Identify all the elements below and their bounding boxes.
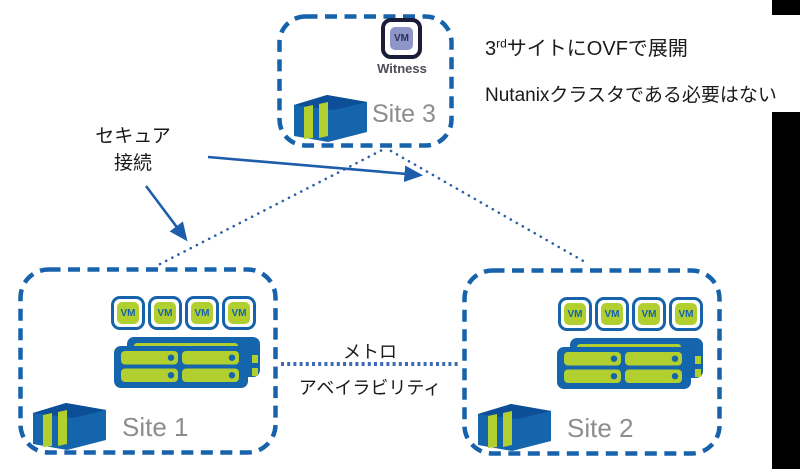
site2-dashed-border [462,268,722,456]
vm-label: VM [117,302,139,324]
black-bar-top-right [772,0,800,15]
nutanix-block-icon [33,403,106,450]
vm-icon: VM [632,297,666,331]
vm-icon: VM [111,296,145,330]
nutanix-block-icon [478,404,551,451]
witness-vm-icon: VM [381,18,422,59]
secure-connection-label-line1: セキュア [95,126,171,147]
vm-label: VM [675,303,697,325]
site2-label: Site 2 [567,413,634,443]
site1-vm-row: VM VM VM VM [111,296,256,330]
vm-icon: VM [185,296,219,330]
server-rack-icon [114,337,260,388]
cluster-note: Nutanixクラスタである必要はない [485,85,777,106]
deploy-note-prefix: 3 [485,38,497,60]
vm-label: VM [564,303,586,325]
deploy-note-rest: サイトにOVFで展開 [506,38,688,60]
vm-icon: VM [669,297,703,331]
site1-label: Site 1 [122,412,189,442]
site3-box: VM Witness Site 3 [277,14,454,148]
vm-label: VM [228,302,250,324]
vm-label: VM [154,302,176,324]
secure-label-arrow-right [207,155,424,183]
vm-icon: VM [558,297,592,331]
vm-icon: VM [595,297,629,331]
site3-label: Site 3 [372,100,436,128]
server-rack-icon [557,338,703,389]
secure-connection-label: セキュア 接続 [78,124,188,177]
vm-icon: VM [148,296,182,330]
metro-availability-label-line2: アベイラビリティ [298,378,442,398]
vm-icon: VM [222,296,256,330]
vm-label: VM [601,303,623,325]
nutanix-block-icon [294,95,367,142]
site2-box: VM VM VM VM Site 2 [462,268,722,456]
secure-connection-line-left [158,147,386,266]
secure-label-arrow-down [144,185,188,242]
site3-dashed-border [277,14,454,148]
deploy-note: 3rdサイトにOVFで展開 [485,32,688,61]
black-bar-right [772,112,800,469]
witness-label: Witness [377,61,427,76]
metro-availability-label-line1: メトロ [343,342,397,362]
secure-connection-line-right [389,149,587,264]
site2-vm-row: VM VM VM VM [558,297,703,331]
site1-dashed-border [18,267,278,455]
deploy-note-sup: rd [496,36,507,51]
secure-connection-label-line2: 接続 [113,152,152,174]
vm-label: VM [191,302,213,324]
vm-label: VM [638,303,660,325]
site1-box: VM VM VM VM Site 1 [18,267,278,455]
witness-vm-label: VM [390,27,413,50]
